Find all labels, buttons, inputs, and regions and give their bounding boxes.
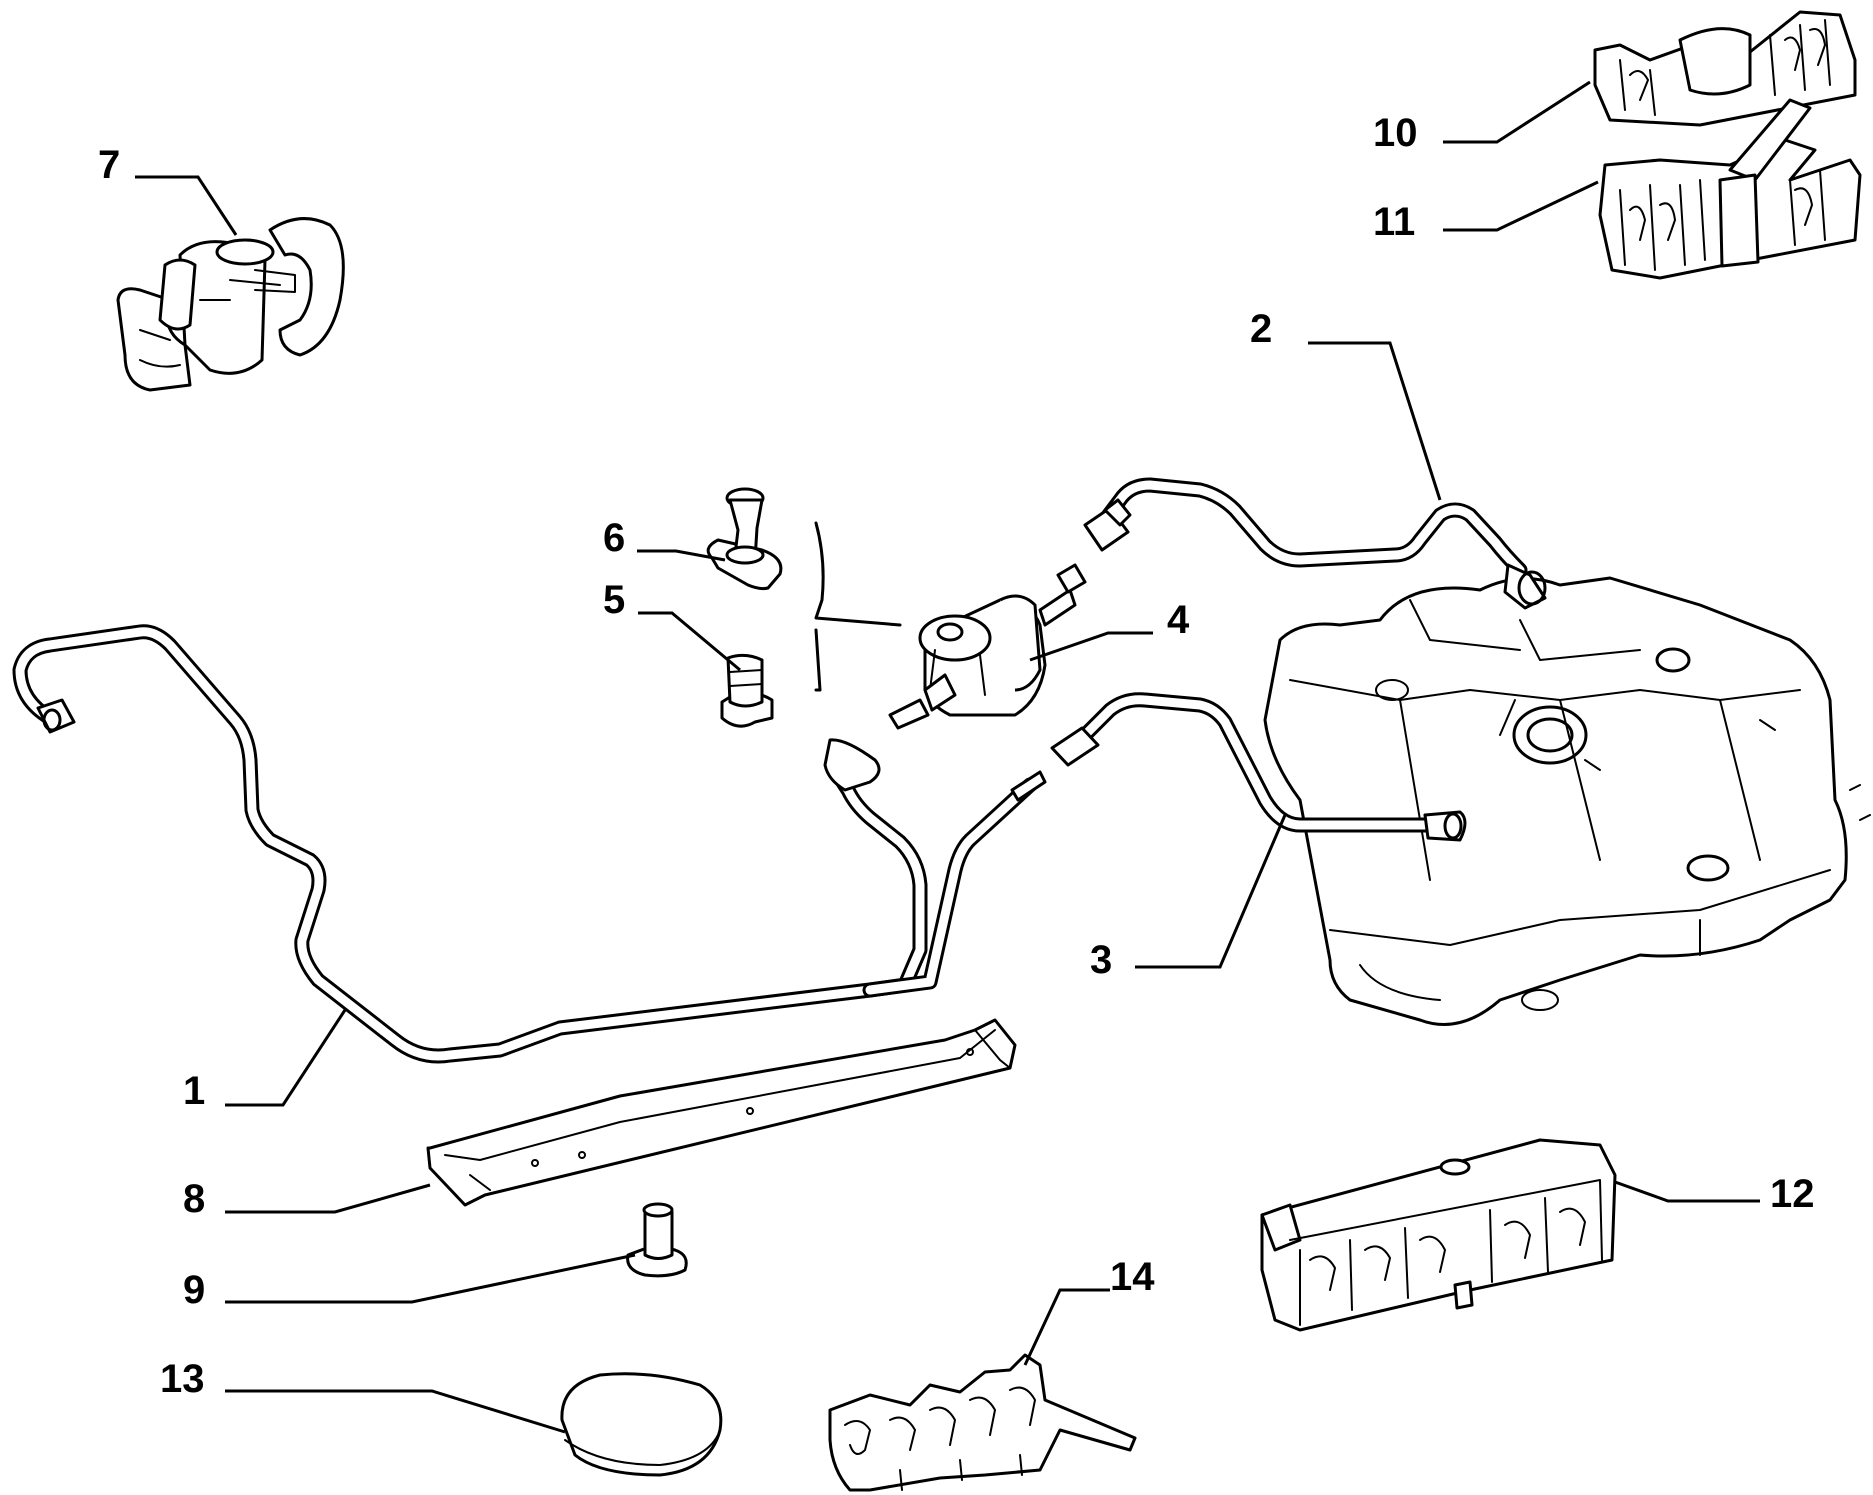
group-bracket — [814, 521, 902, 692]
leader-11 — [1443, 180, 1599, 232]
part-11-clip-strip — [1598, 98, 1862, 280]
part-6-screw — [706, 487, 783, 591]
part-13-plug-cap — [560, 1372, 723, 1477]
fuel-tank — [1263, 576, 1871, 1026]
leader-7 — [135, 175, 238, 236]
callout-3: 3 — [1090, 938, 1112, 982]
pipe-1-main — [12, 624, 928, 1064]
leader-13 — [225, 1389, 566, 1434]
callout-14: 14 — [1110, 1255, 1155, 1299]
leader-10 — [1443, 80, 1591, 144]
callout-7: 7 — [98, 143, 120, 187]
leader-lines — [135, 80, 1760, 1434]
leader-2 — [1308, 341, 1442, 501]
callout-8: 8 — [183, 1177, 205, 1221]
leader-3 — [1135, 814, 1287, 969]
callout-4: 4 — [1167, 598, 1190, 642]
leader-6 — [637, 549, 726, 562]
callout-6: 6 — [603, 516, 625, 560]
part-4-fuel-filter — [888, 563, 1087, 730]
pipe-fittings — [36, 498, 1547, 842]
part-9-push-pin — [626, 1202, 688, 1278]
callout-10: 10 — [1373, 111, 1418, 155]
callout-11: 11 — [1373, 200, 1415, 244]
part-7-pipe-clip — [116, 217, 345, 392]
callout-1: 1 — [183, 1069, 205, 1113]
part-10-clip-strip — [1593, 10, 1857, 127]
leader-12 — [1614, 1180, 1760, 1203]
leader-8 — [225, 1183, 431, 1214]
callout-labels: 1 2 3 4 5 6 7 8 9 10 11 12 13 14 — [98, 111, 1815, 1401]
part-5-bolt — [720, 653, 774, 728]
leader-4 — [1029, 631, 1153, 662]
callout-9: 9 — [183, 1268, 205, 1312]
part-14-clip-holder — [828, 1353, 1137, 1492]
leader-5 — [638, 611, 741, 672]
leader-9 — [225, 1253, 636, 1304]
callout-2: 2 — [1250, 307, 1272, 351]
part-8-bracket — [426, 1018, 1017, 1207]
leader-14 — [1023, 1288, 1110, 1366]
part-12-clip-carrier — [1260, 1138, 1617, 1332]
leader-1 — [225, 1009, 347, 1107]
callout-12: 12 — [1770, 1172, 1815, 1216]
callout-13: 13 — [160, 1357, 205, 1401]
callout-5: 5 — [603, 578, 625, 622]
